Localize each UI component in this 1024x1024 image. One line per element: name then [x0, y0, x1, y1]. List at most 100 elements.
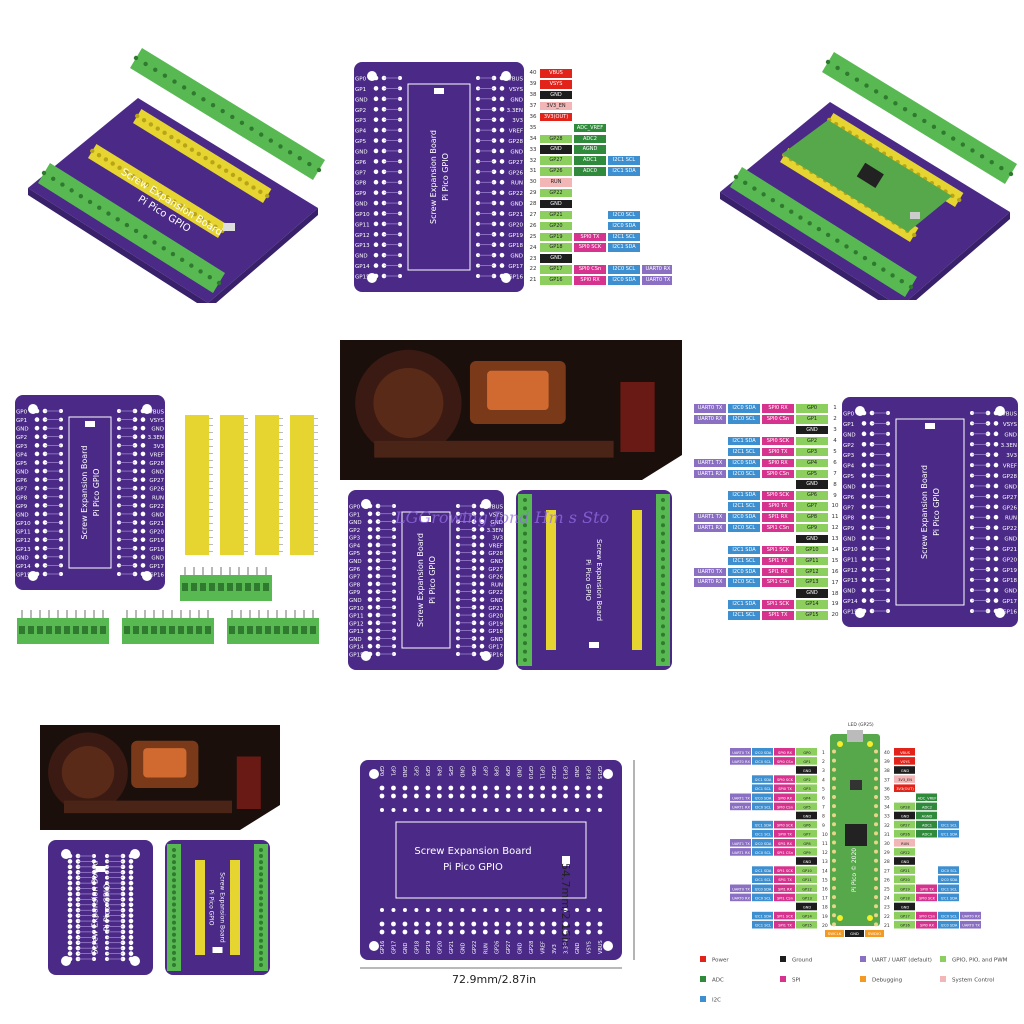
pin-pad: [34, 408, 40, 414]
pin-function-cell: [894, 766, 915, 774]
pin-number: 5: [833, 449, 837, 455]
pin-function-cell: [774, 911, 795, 920]
pin-label-right: GP28: [149, 461, 164, 467]
pin-number: 11: [822, 841, 828, 847]
pin-number: 10: [822, 832, 828, 838]
pin-function-cell: [774, 848, 795, 856]
pin-function-cell: SPI1 TX: [762, 556, 794, 566]
iso-header-2-screw: [251, 185, 256, 190]
pico-pad: [874, 822, 878, 827]
pin-label-left: GP11: [16, 530, 31, 536]
pin-function-text: UART0 TX: [962, 924, 980, 928]
pin-pad: [861, 452, 867, 457]
pin-pad: [140, 485, 146, 491]
pin-function-text: SPI0 RX: [778, 751, 792, 755]
pin-label-top-group: GP6: [470, 766, 476, 776]
terminal-screw: [523, 658, 527, 662]
pin-pad: [861, 494, 867, 499]
pin-number: 38: [529, 92, 537, 99]
pin-pad: [861, 535, 867, 541]
pin-function-cell: [574, 211, 606, 220]
pin-pad: [34, 494, 40, 500]
pin-function-cell: AGND: [574, 145, 606, 154]
pin-function-cell: [796, 857, 817, 865]
iso-terminal-back-screw: [268, 138, 274, 143]
terminal-screw: [172, 938, 176, 943]
pin-number: 7: [833, 470, 837, 477]
pin-number: 37: [529, 103, 537, 110]
debug-pin-cell: [845, 930, 864, 937]
pin-number: 30: [884, 841, 890, 847]
pin-function-text: GP6: [803, 824, 811, 828]
header-pin: [314, 432, 318, 433]
pin-label-top: GND: [458, 766, 464, 778]
pin-function-cell: I2C0 SCL: [608, 265, 640, 274]
pin-function-text: GP15: [802, 924, 812, 928]
pin-label-left: GP0: [16, 410, 28, 416]
pin-pad: [67, 875, 73, 880]
pin-pad: [140, 477, 146, 482]
header-pin: [209, 425, 213, 426]
pin-label-right: VSYS: [489, 512, 504, 518]
header-pin: [279, 544, 283, 545]
terminal-screw: [661, 498, 665, 502]
iso-terminal-back-screw: [307, 161, 312, 167]
pin-function-cell: [774, 875, 795, 883]
pin-pad: [128, 935, 134, 940]
iso-terminal-front-screw: [825, 232, 831, 238]
terminal-screw: [661, 658, 665, 662]
pin-pad: [34, 554, 40, 560]
header-pin: [279, 474, 283, 475]
pin-label-right: VSYS: [509, 87, 524, 93]
pin-pad: [128, 886, 134, 891]
iso-terminal-back-screw: [999, 165, 1004, 171]
pin-function-cell: [752, 893, 773, 902]
pin-number: 1: [822, 750, 825, 756]
pin-pad: [414, 785, 419, 791]
pin-label-left: GP3: [355, 118, 367, 124]
iso-header-1-screw: [178, 203, 184, 208]
pin-pad: [563, 785, 568, 791]
header-pin: [244, 523, 248, 524]
pin-label-right: GND: [151, 427, 164, 433]
pin-pad: [402, 921, 408, 927]
pin-number: 25: [884, 887, 890, 893]
legend-label: System Control: [952, 978, 995, 984]
pin-label-right: GP20: [1002, 557, 1017, 563]
pin-pad: [34, 443, 40, 448]
pin-label-left: GND: [355, 202, 368, 208]
pin-function-text: I2C0 SDA: [755, 842, 772, 846]
pin-function-text: GP14: [802, 915, 812, 919]
iso-terminal-back-screw: [210, 102, 216, 108]
pin-pad: [540, 921, 546, 927]
terminal-screw: [187, 626, 193, 634]
pico-pad: [832, 913, 836, 918]
header-pin: [314, 544, 318, 545]
pin-function-text: GP19: [900, 887, 910, 891]
pin-function-cell: GP27: [540, 156, 572, 165]
pin-function-text: GP7: [803, 833, 810, 837]
iso-header-2: [133, 109, 272, 203]
pin-pad: [367, 566, 373, 571]
pin-function-cell: GP14: [796, 600, 828, 609]
pin-function-cell: [694, 557, 726, 566]
iso-terminal-front-screw: [69, 188, 74, 193]
terminal-screw: [259, 944, 263, 949]
header-pin: [314, 523, 318, 524]
terminal-screw: [82, 626, 88, 634]
pin-label-bottom-group: GP16: [380, 941, 386, 954]
pin-pad: [379, 785, 385, 791]
terminal-screw: [274, 626, 280, 634]
pin-label-top: GP1: [389, 766, 395, 776]
pin-pad: [861, 504, 867, 510]
pico-pad: [874, 886, 878, 890]
pin-label-right: GND: [1004, 432, 1017, 438]
pin-pad: [34, 571, 40, 577]
pin-label-left: GP0: [349, 505, 361, 511]
pin-function-cell: UART1 RX: [694, 469, 726, 479]
pin-pad: [479, 620, 485, 626]
terminal-screw: [523, 573, 527, 578]
pin-function-cell: I2C1 SCL: [608, 156, 640, 165]
